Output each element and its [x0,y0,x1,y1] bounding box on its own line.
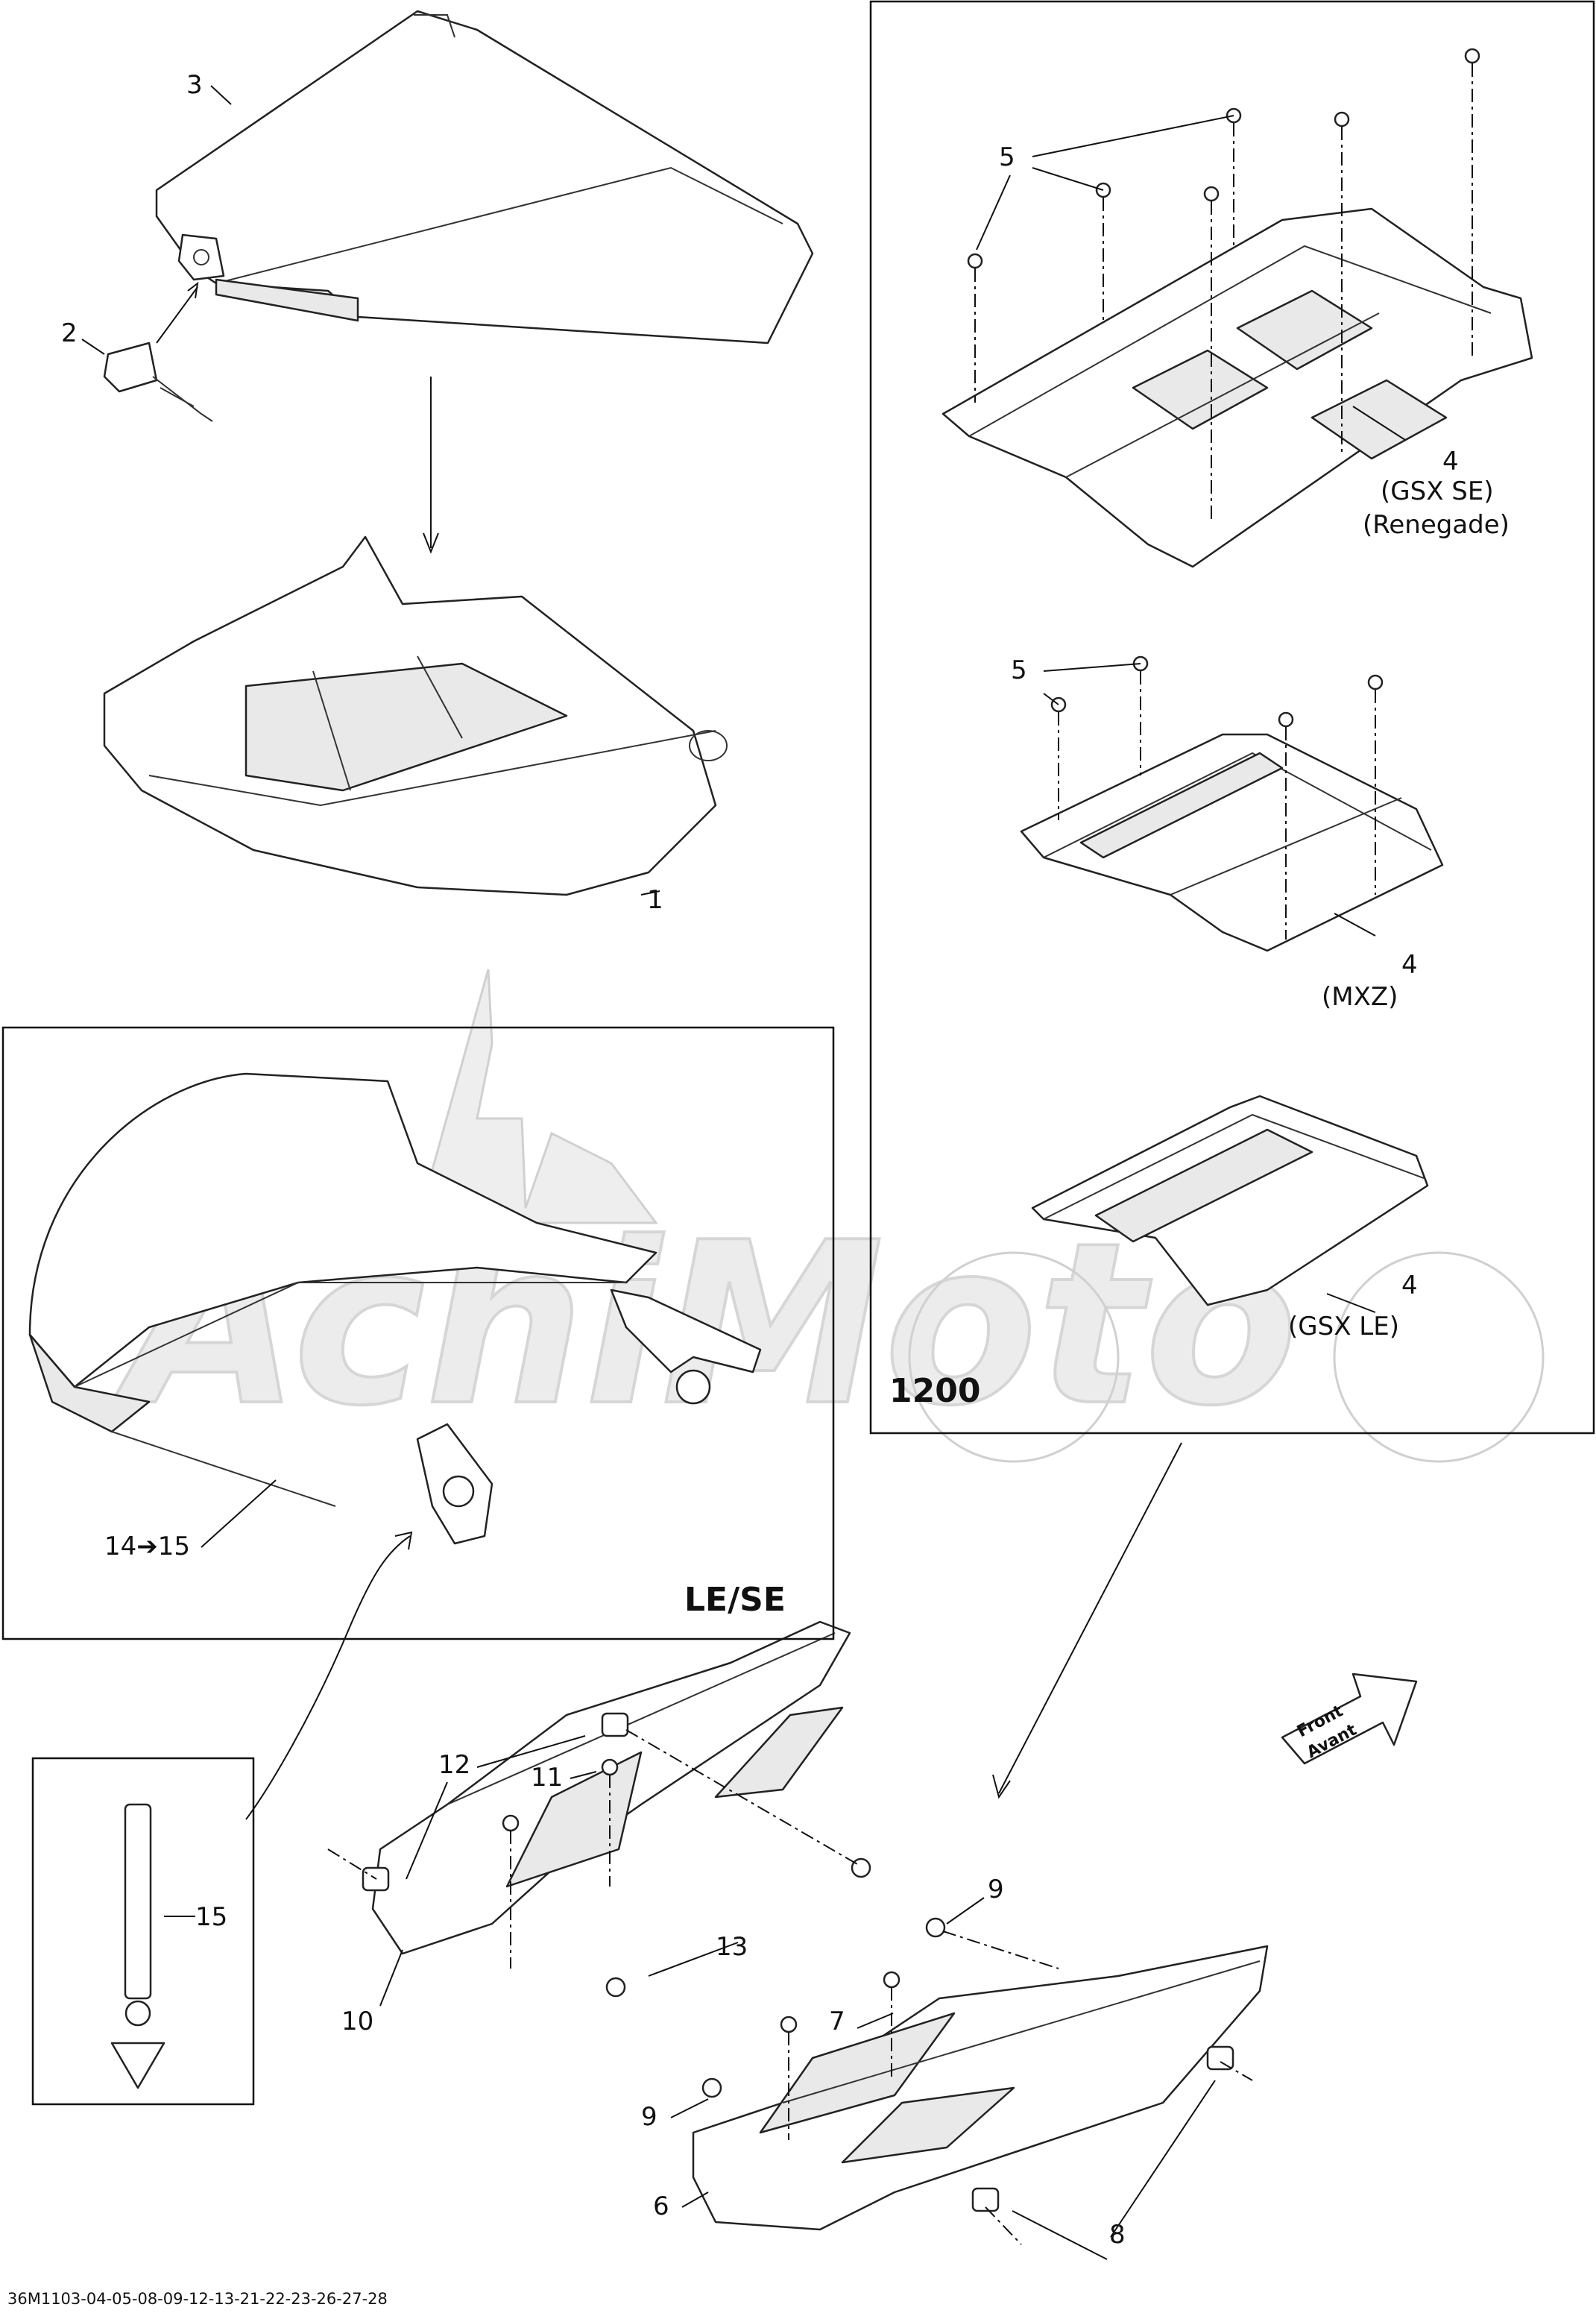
callout-12: 12 [438,1750,470,1780]
side-panel-right [692,1945,1269,2231]
panel-1200-title: 1200 [889,1372,980,1410]
skid-plate-gsx-le [1031,1095,1429,1306]
callout-4-renegade-variant: (Renegade) [1363,510,1510,540]
callout-5-lower: 5 [1011,655,1027,685]
callout-4-gsx-se: 4 [1442,447,1459,476]
callout-4-gsx-se-variant: (GSX SE) [1381,476,1494,506]
callout-4-gsx-le-variant: (GSX LE) [1288,1312,1399,1341]
callout-4-mxz-variant: (MXZ) [1322,982,1398,1012]
callout-7: 7 [829,2007,845,2036]
callout-4-gsx-le: 4 [1401,1271,1418,1300]
callout-11: 11 [531,1763,563,1793]
callout-8: 8 [1109,2220,1126,2250]
callout-labels: 3 2 1 5 4 (GSX SE) (Renegade) 5 4 (MXZ) … [61,70,1510,2250]
side-panel-left [371,1620,851,1955]
panel-1200-border [869,0,1595,1435]
front-arrow: Front Avant [1281,1673,1418,1765]
panel-lese-border [1,1026,835,1640]
callout-5-upper: 5 [999,142,1015,172]
callout-10: 10 [341,2007,373,2036]
callout-13: 13 [716,1932,748,1962]
windshield-lese [28,1072,762,1545]
clip [103,342,213,422]
skid-plate-gsx-se [941,207,1533,568]
callout-3: 3 [186,70,203,100]
callout-2: 2 [61,318,78,348]
callout-1: 1 [647,885,663,915]
skid-plate-mxz [1020,733,1444,952]
panel-strap-border [31,1757,255,2106]
footer-code: 36M1103-04-05-08-09-12-13-21-22-23-26-27… [7,2290,388,2308]
callout-9-upper: 9 [988,1875,1004,1904]
windshield [155,10,814,344]
callout-6: 6 [653,2191,669,2221]
callout-14-15: 14➔15 [104,1532,190,1561]
callout-15: 15 [195,1902,227,1932]
callout-4-mxz: 4 [1401,950,1418,980]
strap [110,1803,165,2089]
panel-lese-title: LE/SE [684,1581,786,1619]
windshield-bracket [177,233,225,281]
callout-9-lower: 9 [641,2102,657,2132]
fasteners-5 [967,48,1480,728]
dashed-assembly-lines [327,63,1473,2245]
leader-lines [81,85,1406,2260]
console-hood [103,535,728,896]
